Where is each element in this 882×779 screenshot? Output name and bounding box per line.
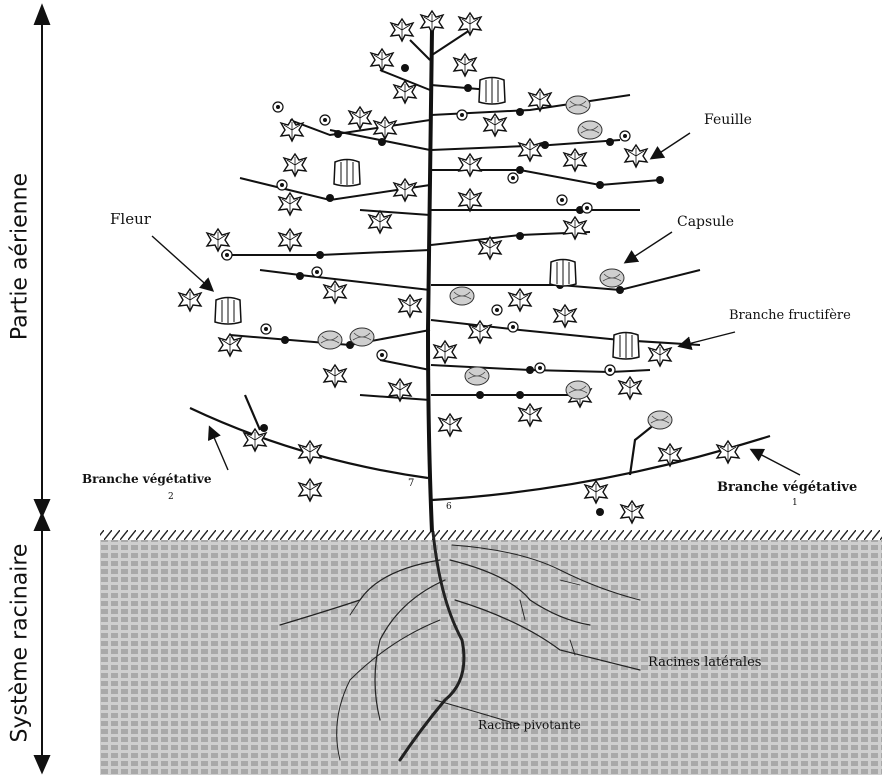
label-node-7: 7 — [408, 478, 414, 489]
capsules — [318, 96, 672, 429]
soil-surface — [100, 530, 882, 540]
label-vegetative-branch-1-num: 1 — [792, 498, 798, 508]
label-vegetative-branch-1: Branche végétative — [717, 480, 857, 495]
label-leaf: Feuille — [704, 112, 752, 128]
annotation-arrows — [152, 133, 800, 475]
label-capsule: Capsule — [677, 214, 734, 230]
label-fruiting-branch: Branche fructifère — [729, 308, 851, 323]
label-node-6: 6 — [446, 502, 452, 512]
soil — [100, 534, 882, 775]
root-system-label: Système racinaire — [8, 563, 33, 743]
label-vegetative-branch-2-num: 2 — [168, 492, 174, 502]
vegetative-branches — [190, 395, 770, 500]
label-taproot: Racine pivotante — [478, 718, 581, 732]
label-vegetative-branch-2: Branche végétative — [82, 472, 211, 486]
range-arrows — [35, 6, 49, 772]
label-lateral-roots: Racines latérales — [648, 655, 761, 670]
aerial-part-label: Partie aérienne — [8, 167, 33, 347]
main-stem — [428, 30, 432, 532]
label-flower: Fleur — [110, 210, 151, 228]
